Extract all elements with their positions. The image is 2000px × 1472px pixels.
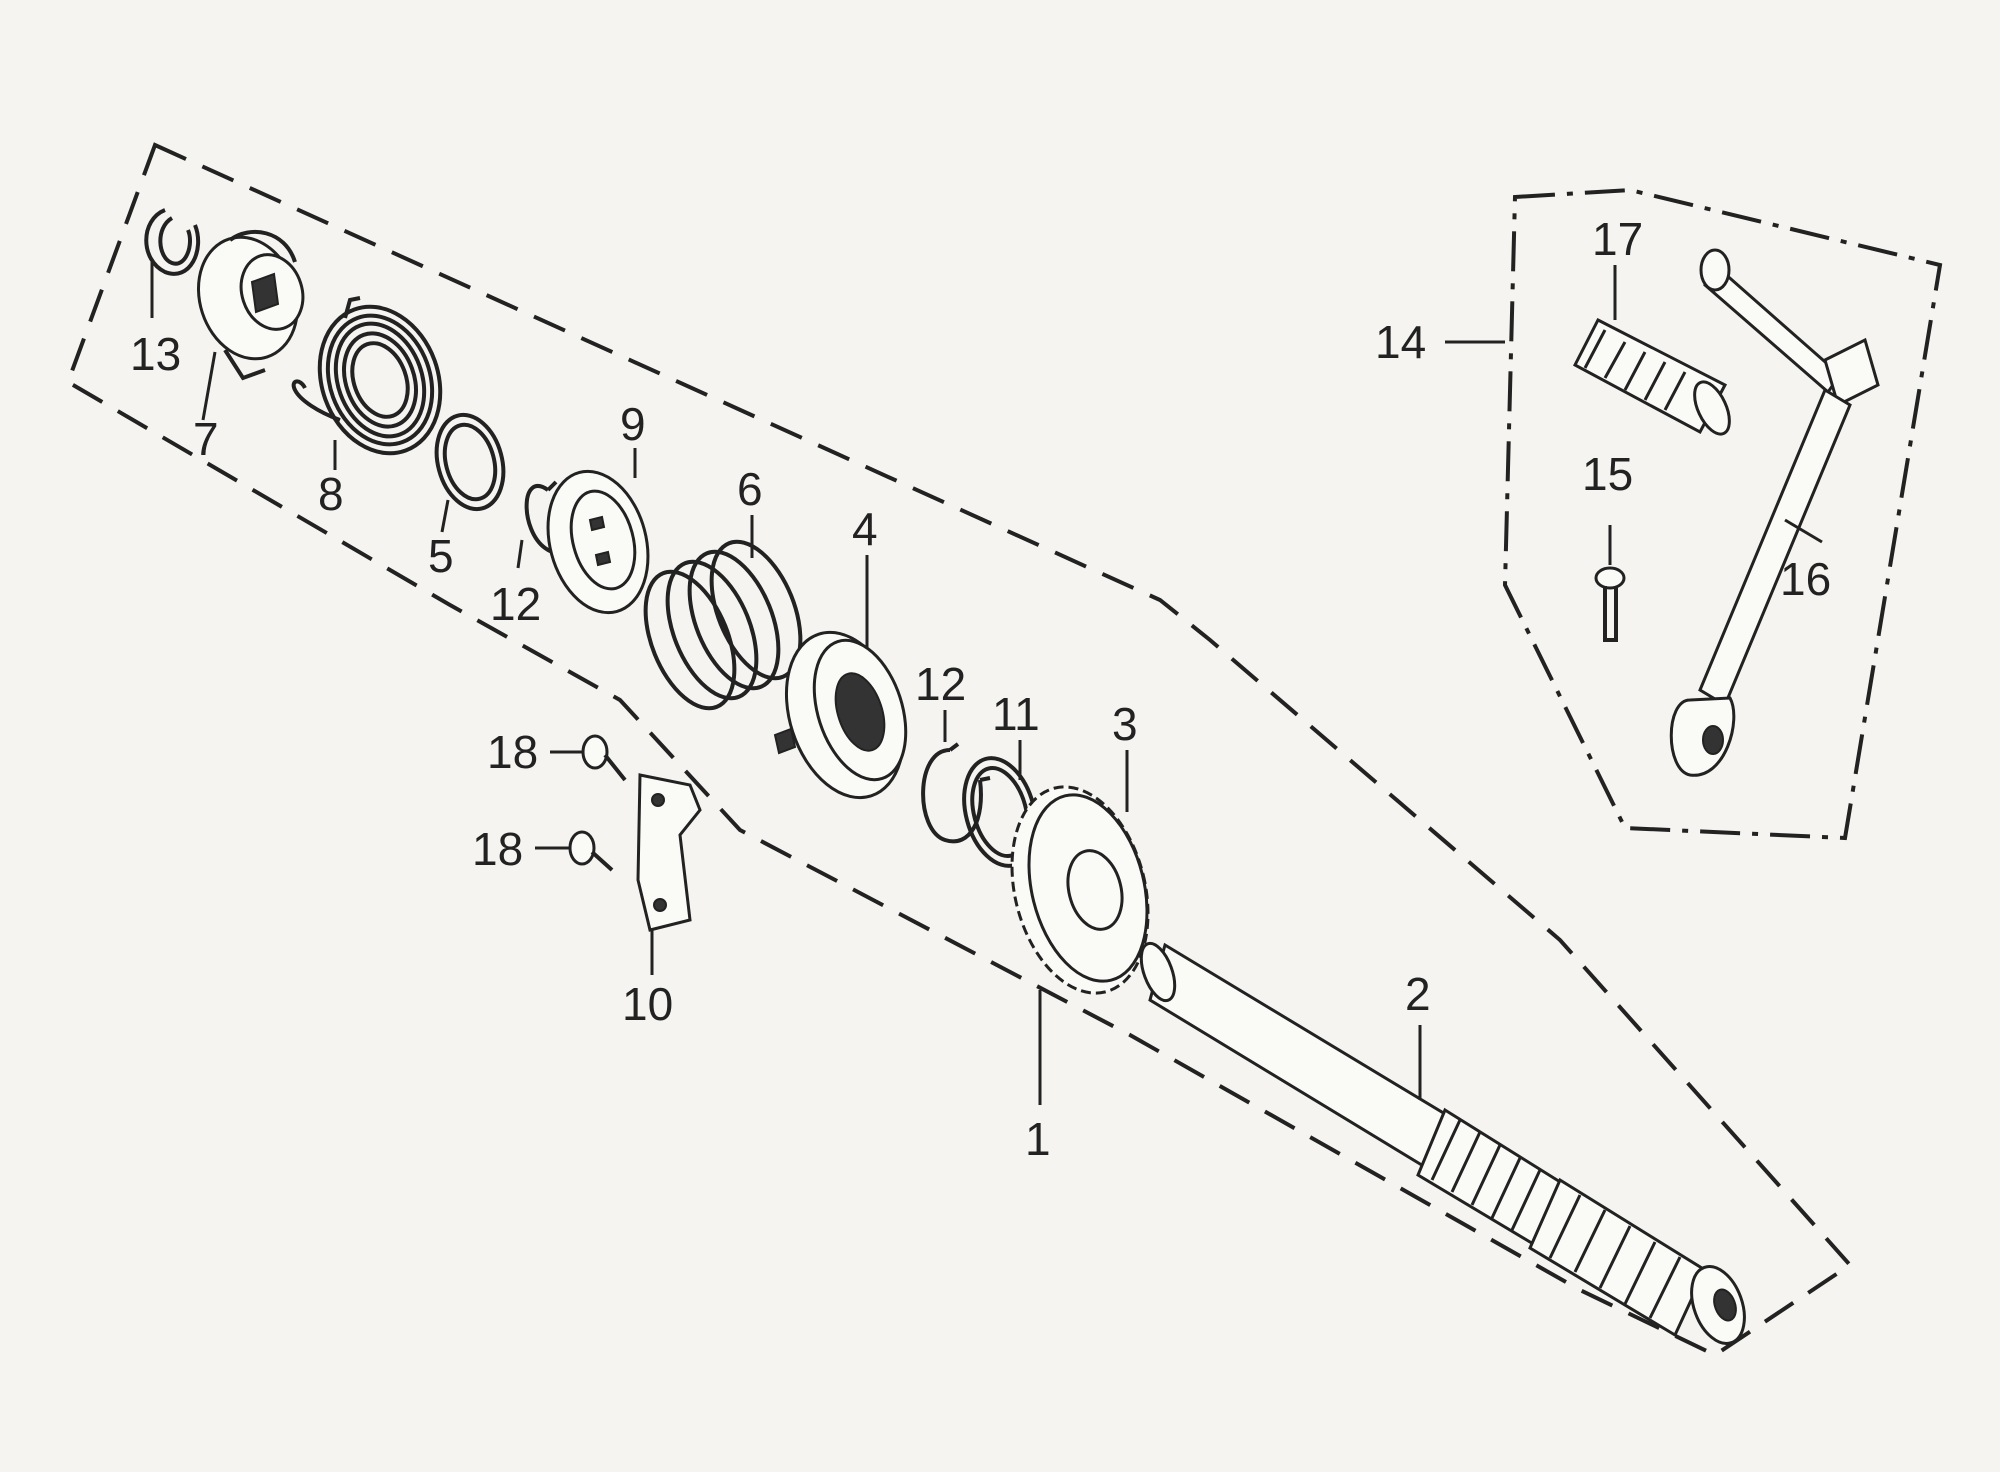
label-part-4: 4	[852, 503, 878, 555]
label-part-13: 13	[130, 328, 181, 380]
kick-lever-group-dashdot-boundary	[1502, 187, 1943, 841]
label-part-18-upper: 18	[487, 726, 538, 778]
part-8-kick-spring	[291, 296, 443, 456]
part-5-washer	[434, 412, 506, 512]
label-part-6: 6	[737, 463, 763, 515]
part-16-kick-lever	[1669, 248, 1880, 777]
label-part-17: 17	[1592, 213, 1643, 265]
label-part-9: 9	[620, 398, 646, 450]
part-9-ratchet-plate	[546, 469, 650, 615]
part-12-circlip-lower	[921, 742, 991, 844]
main-assembly-dashed-boundary	[65, 142, 1854, 1358]
label-part-7: 7	[193, 413, 219, 465]
label-part-12-upper: 12	[490, 578, 541, 630]
part-18-bolt-upper	[581, 734, 627, 782]
part-15-lever-bolt	[1594, 566, 1626, 642]
leader-12a	[516, 539, 524, 569]
label-part-10: 10	[622, 978, 673, 1030]
part-3-kick-gear	[1010, 785, 1150, 995]
part-6-coil-spring	[643, 539, 803, 711]
part-7-guide-collar	[196, 230, 305, 381]
part-10-stopper-plate	[636, 773, 702, 932]
label-part-12-lower: 12	[915, 658, 966, 710]
label-part-1: 1	[1025, 1113, 1051, 1165]
label-part-5: 5	[428, 530, 454, 582]
part-17-lever-rubber	[1572, 317, 1731, 436]
label-part-18-lower: 18	[472, 823, 523, 875]
label-part-2: 2	[1405, 968, 1431, 1020]
label-part-3: 3	[1112, 698, 1138, 750]
label-part-14: 14	[1375, 316, 1426, 368]
part-2-kick-spindle	[1139, 941, 1746, 1345]
part-13-circlip	[144, 208, 201, 276]
leader-7	[201, 351, 217, 421]
label-part-8: 8	[318, 468, 344, 520]
label-part-16: 16	[1780, 553, 1831, 605]
part-18-bolt-lower	[568, 830, 614, 872]
part-4-ratchet	[773, 630, 908, 800]
label-part-11: 11	[992, 688, 1040, 740]
leader-5	[440, 499, 450, 533]
leader-16	[1784, 518, 1823, 544]
label-part-15: 15	[1582, 448, 1633, 500]
